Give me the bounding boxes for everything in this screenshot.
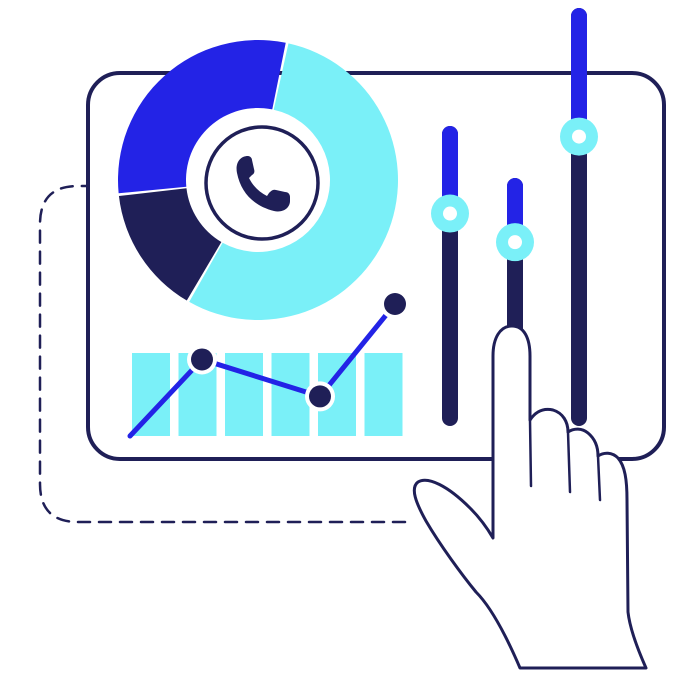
slider-group — [431, 8, 598, 426]
slider-1-knob-center — [443, 206, 457, 221]
phone-icon — [204, 125, 320, 241]
line-chart — [127, 289, 410, 439]
point-3 — [384, 293, 406, 315]
bar-4 — [271, 353, 310, 436]
dashed-connector — [38, 184, 407, 524]
bar-1 — [132, 353, 170, 436]
slider-3-knob-center — [572, 129, 586, 144]
point-1 — [191, 348, 213, 371]
blue-segment — [117, 40, 286, 194]
donut-chart — [117, 40, 398, 321]
bar-3 — [225, 353, 263, 436]
slider-2-knob-center — [508, 235, 522, 250]
pointing-hand-icon — [412, 324, 648, 670]
line-series — [127, 301, 398, 439]
donut-hole — [188, 110, 328, 250]
point-2 — [309, 385, 331, 408]
bar-6 — [364, 353, 403, 436]
navy-segment — [118, 188, 222, 301]
cyan-segment — [189, 43, 398, 321]
